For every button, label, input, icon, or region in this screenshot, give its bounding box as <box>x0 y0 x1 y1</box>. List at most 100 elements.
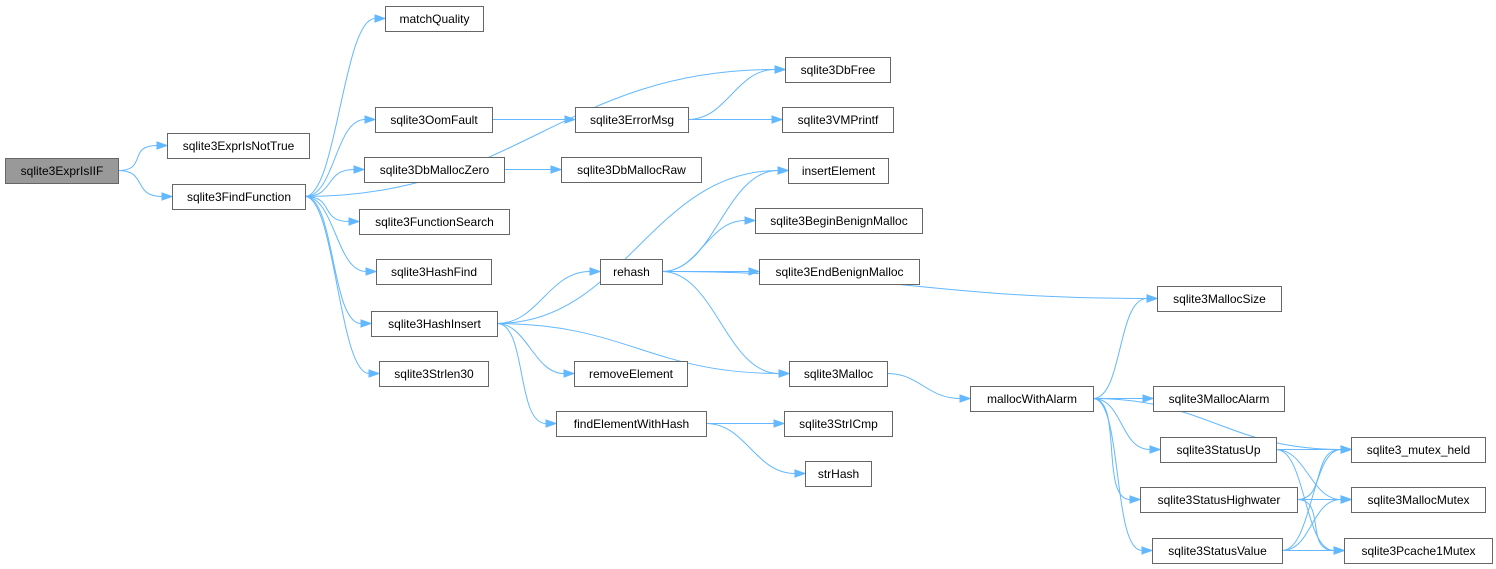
node-box <box>172 184 306 210</box>
node-label: sqlite3EndBenignMalloc <box>775 265 903 279</box>
node-sqlite3-status-value[interactable]: sqlite3StatusValue <box>1152 538 1283 564</box>
node-box <box>379 361 489 387</box>
node-sqlite3-begin-benign-malloc[interactable]: sqlite3BeginBenignMalloc <box>755 208 923 234</box>
node-box <box>575 107 689 133</box>
node-label: sqlite3FindFunction <box>187 190 291 204</box>
edge-sqlite3-hash-insert-to-find-element-with-hash <box>496 323 547 424</box>
node-box <box>574 361 688 387</box>
node-sqlite3-pcache1-mutex[interactable]: sqlite3Pcache1Mutex <box>1344 538 1493 564</box>
edge-sqlite3-find-function-to-sqlite3-db-free <box>304 69 776 197</box>
edge-sqlite3-find-function-to-sqlite3-db-malloc-zero <box>304 169 355 197</box>
arrowhead-find-element-with-hash-to-sqlite3-str-icmp <box>773 419 786 428</box>
node-sqlite3-mutex-held[interactable]: sqlite3_mutex_held <box>1351 437 1486 463</box>
node-box <box>755 208 923 234</box>
edge-sqlite3-status-value-to-sqlite3-mutex-held <box>1281 449 1342 551</box>
node-label: sqlite3BeginBenignMalloc <box>770 214 907 228</box>
node-sqlite3-error-msg[interactable]: sqlite3ErrorMsg <box>575 107 689 133</box>
node-box <box>385 6 484 32</box>
arrowhead-malloc-with-alarm-to-sqlite3-status-value <box>1141 546 1154 555</box>
node-label: sqlite3HashFind <box>391 265 477 279</box>
node-malloc-with-alarm[interactable]: mallocWithAlarm <box>970 386 1094 412</box>
node-insert-element[interactable]: insertElement <box>788 158 889 184</box>
arrowhead-sqlite3-status-value-to-sqlite3-pcache1-mutex <box>1333 546 1346 555</box>
node-sqlite3-db-malloc-raw[interactable]: sqlite3DbMallocRaw <box>561 157 702 183</box>
node-label: sqlite3_mutex_held <box>1367 443 1470 457</box>
node-label: sqlite3MallocAlarm <box>1169 392 1270 406</box>
node-label: sqlite3StatusUp <box>1176 443 1260 457</box>
node-box <box>371 311 498 337</box>
edge-sqlite3-error-msg-to-sqlite3-db-free <box>687 69 776 120</box>
arrowhead-sqlite3-error-msg-to-sqlite3-vmprintf <box>771 115 784 124</box>
node-label: matchQuality <box>399 12 469 26</box>
node-sqlite3-function-search[interactable]: sqlite3FunctionSearch <box>359 209 510 235</box>
node-label: removeElement <box>589 367 674 381</box>
node-box <box>1351 487 1486 513</box>
node-sqlite3-expr-is-not-true[interactable]: sqlite3ExprIsNotTrue <box>167 133 310 159</box>
arrowhead-sqlite3-db-malloc-zero-to-sqlite3-db-malloc-raw <box>550 165 563 174</box>
arrowhead-sqlite3-find-function-to-sqlite3-function-search <box>348 217 361 226</box>
node-sqlite3-hash-insert[interactable]: sqlite3HashInsert <box>371 311 498 337</box>
node-sqlite3-db-malloc-zero[interactable]: sqlite3DbMallocZero <box>364 157 505 183</box>
node-sqlite3-db-free[interactable]: sqlite3DbFree <box>785 57 891 83</box>
node-box <box>600 259 663 285</box>
edge-malloc-with-alarm-to-sqlite3-status-value <box>1092 398 1143 551</box>
node-sqlite3-end-benign-malloc[interactable]: sqlite3EndBenignMalloc <box>759 259 920 285</box>
edge-sqlite3-hash-insert-to-remove-element <box>496 323 565 374</box>
node-rehash[interactable]: rehash <box>600 259 663 285</box>
node-sqlite3-strlen30[interactable]: sqlite3Strlen30 <box>379 361 489 387</box>
edge-sqlite3-status-value-to-sqlite3-malloc-mutex <box>1281 499 1342 551</box>
node-box <box>561 157 702 183</box>
node-sqlite3-find-function[interactable]: sqlite3FindFunction <box>172 184 306 210</box>
arrowhead-sqlite3-hash-insert-to-rehash <box>589 267 602 276</box>
arrowhead-sqlite3-find-function-to-sqlite3-oom-fault <box>364 115 377 124</box>
node-sqlite3-status-up[interactable]: sqlite3StatusUp <box>1160 437 1277 463</box>
nodes-layer: sqlite3ExprIsIIF sqlite3ExprIsNotTrue sqli… <box>5 6 1493 564</box>
node-match-quality[interactable]: matchQuality <box>385 6 484 32</box>
node-box <box>759 259 920 285</box>
node-label: sqlite3ErrorMsg <box>590 113 674 127</box>
node-sqlite3-malloc-size[interactable]: sqlite3MallocSize <box>1157 286 1282 312</box>
node-str-hash[interactable]: strHash <box>805 461 872 487</box>
edge-sqlite3-expr-is-iif-to-sqlite3-find-function <box>117 170 163 197</box>
edge-malloc-with-alarm-to-sqlite3-mutex-held <box>1092 398 1342 450</box>
node-label: sqlite3StatusHighwater <box>1158 493 1281 507</box>
arrowhead-sqlite3-malloc-to-malloc-with-alarm <box>959 394 972 403</box>
edge-sqlite3-find-function-to-sqlite3-strlen30 <box>304 196 370 374</box>
node-label: sqlite3Pcache1Mutex <box>1361 544 1475 558</box>
arrowhead-sqlite3-find-function-to-sqlite3-db-malloc-zero <box>353 165 366 174</box>
node-box <box>1157 286 1282 312</box>
node-sqlite3-expr-is-iif[interactable]: sqlite3ExprIsIIF <box>5 158 119 184</box>
arrowhead-sqlite3-expr-is-iif-to-sqlite3-expr-is-not-true <box>156 141 169 150</box>
node-label: strHash <box>818 467 859 481</box>
arrowhead-sqlite3-error-msg-to-sqlite3-db-free <box>774 65 787 74</box>
arrowhead-malloc-with-alarm-to-sqlite3-malloc-alarm <box>1142 394 1155 403</box>
edge-sqlite3-status-highwater-to-sqlite3-pcache1-mutex <box>1296 499 1335 551</box>
node-sqlite3-oom-fault[interactable]: sqlite3OomFault <box>375 107 493 133</box>
node-sqlite3-hash-find[interactable]: sqlite3HashFind <box>376 259 492 285</box>
arrowhead-find-element-with-hash-to-str-hash <box>794 469 807 478</box>
edge-sqlite3-find-function-to-sqlite3-hash-find <box>304 196 367 272</box>
node-label: sqlite3DbMallocRaw <box>577 163 686 177</box>
node-sqlite3-malloc-mutex[interactable]: sqlite3MallocMutex <box>1351 487 1486 513</box>
arrowhead-sqlite3-expr-is-iif-to-sqlite3-find-function <box>161 192 174 201</box>
node-box <box>1351 437 1486 463</box>
arrowhead-sqlite3-find-function-to-sqlite3-hash-insert <box>360 319 373 328</box>
node-sqlite3-status-highwater[interactable]: sqlite3StatusHighwater <box>1140 487 1298 513</box>
node-find-element-with-hash[interactable]: findElementWithHash <box>556 411 707 437</box>
node-sqlite3-malloc-alarm[interactable]: sqlite3MallocAlarm <box>1153 386 1285 412</box>
edge-find-element-with-hash-to-str-hash <box>705 423 796 474</box>
node-sqlite3-str-icmp[interactable]: sqlite3StrICmp <box>784 411 893 437</box>
edge-rehash-to-sqlite3-begin-benign-malloc <box>661 220 746 272</box>
node-label: findElementWithHash <box>574 417 689 431</box>
arrowhead-malloc-with-alarm-to-sqlite3-status-highwater <box>1129 495 1142 504</box>
node-box <box>970 386 1094 412</box>
edge-sqlite3-hash-insert-to-rehash <box>496 271 591 324</box>
edge-rehash-to-sqlite3-malloc <box>661 271 780 374</box>
node-sqlite3-vmprintf[interactable]: sqlite3VMPrintf <box>782 107 894 133</box>
node-remove-element[interactable]: removeElement <box>574 361 688 387</box>
node-sqlite3-malloc[interactable]: sqlite3Malloc <box>789 361 888 387</box>
edge-sqlite3-find-function-to-sqlite3-hash-insert <box>304 196 362 324</box>
edge-sqlite3-malloc-to-malloc-with-alarm <box>886 373 961 399</box>
